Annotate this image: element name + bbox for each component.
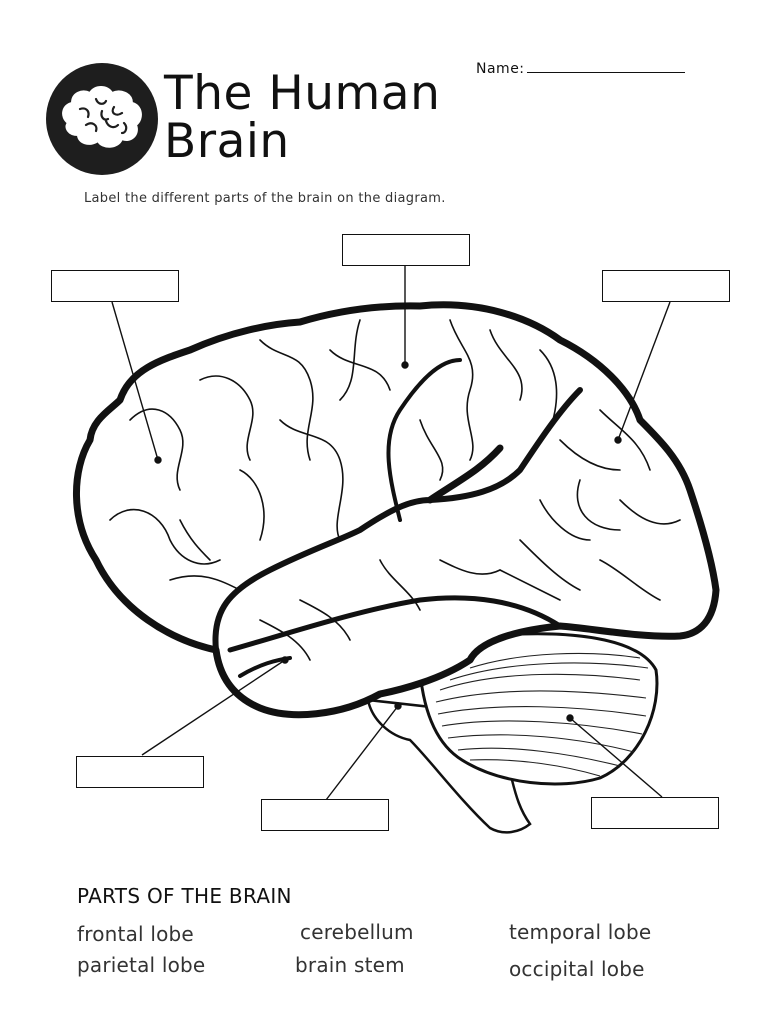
name-blank-line[interactable]: [526, 60, 685, 73]
sulcus-accent: [426, 444, 504, 504]
name-field[interactable]: Name:: [476, 60, 685, 77]
label-box-top-left[interactable]: [51, 270, 179, 302]
part-brain-stem: brain stem: [295, 953, 405, 977]
leader-line-top-left: [111, 301, 159, 461]
cerebellum-folds: [435, 652, 649, 777]
leader-line-bottom-center: [325, 705, 399, 801]
page-title: The Human Brain: [164, 70, 440, 166]
brain-logo: [46, 63, 158, 175]
gyri-detail: [109, 319, 681, 661]
instructions-text: Label the different parts of the brain o…: [84, 191, 446, 206]
temporal-boundary: [227, 595, 563, 653]
title-line-1: The Human: [164, 66, 441, 121]
part-frontal-lobe: frontal lobe: [77, 922, 194, 946]
label-box-top-center[interactable]: [342, 234, 470, 266]
brain-icon: [62, 86, 142, 148]
part-cerebellum: cerebellum: [300, 920, 414, 944]
leader-lines: [111, 266, 671, 801]
part-parietal-lobe: parietal lobe: [77, 953, 206, 977]
central-sulcus: [386, 358, 462, 522]
parts-heading: PARTS OF THE BRAIN: [77, 884, 292, 908]
name-label: Name:: [476, 61, 525, 77]
label-box-top-right[interactable]: [602, 270, 730, 302]
part-temporal-lobe: temporal lobe: [509, 920, 652, 944]
title-line-2: Brain: [164, 114, 290, 169]
leader-line-top-right: [617, 301, 671, 441]
leader-line-bottom-right: [569, 717, 663, 798]
label-box-bottom-center[interactable]: [261, 799, 389, 831]
part-occipital-lobe: occipital lobe: [509, 957, 645, 981]
label-box-bottom-left[interactable]: [76, 756, 204, 788]
label-box-bottom-right[interactable]: [591, 797, 719, 829]
leader-line-bottom-left: [141, 659, 286, 756]
